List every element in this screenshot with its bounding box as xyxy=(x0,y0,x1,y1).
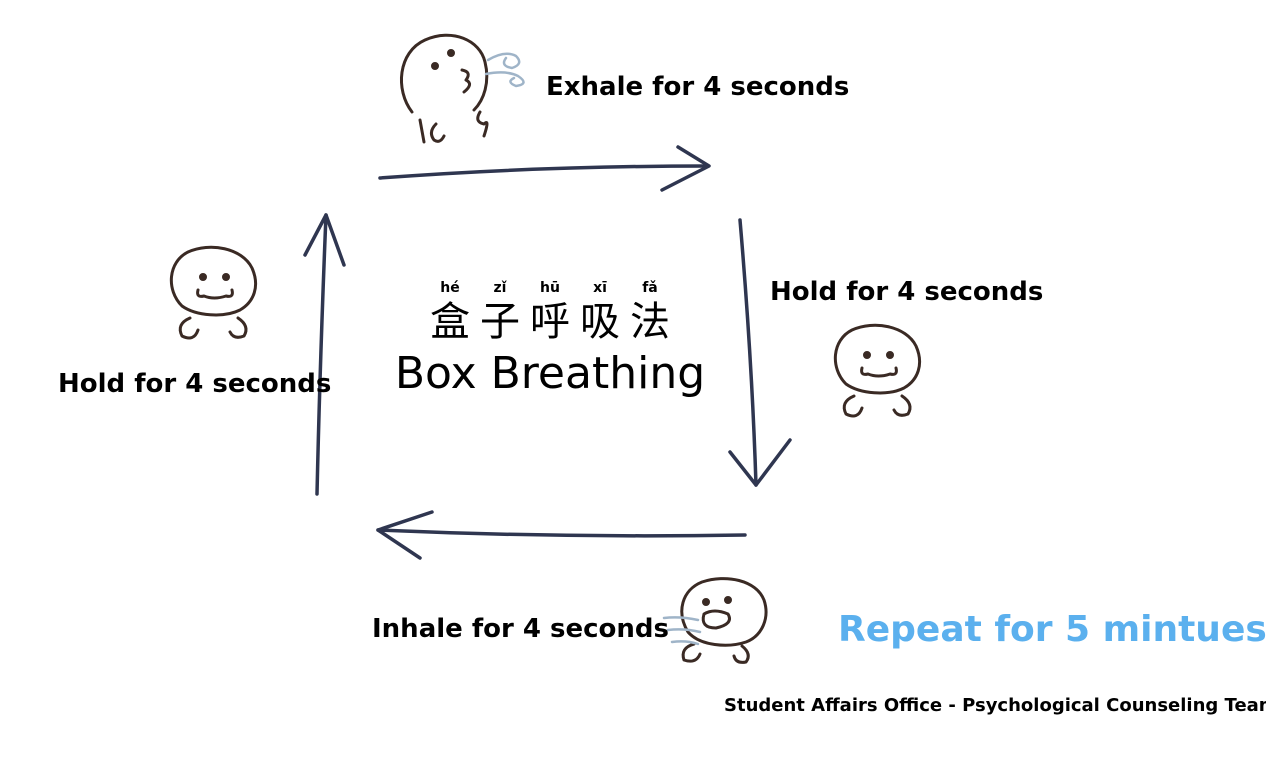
arrow-up-icon xyxy=(303,213,346,496)
pinyin-row: hé zǐ hū xī fǎ xyxy=(380,280,720,300)
arrow-down-icon xyxy=(728,218,792,487)
arrow-right-icon xyxy=(378,145,711,192)
holding-character-icon xyxy=(169,245,257,340)
step-exhale-label: Exhale for 4 seconds xyxy=(546,72,850,102)
arrow-left-icon xyxy=(376,510,747,560)
chinese-title: 盒子呼吸法 xyxy=(430,299,680,345)
english-title: Box Breathing xyxy=(394,348,706,399)
step-inhale-label: Inhale for 4 seconds xyxy=(372,614,670,644)
exhaling-character-icon xyxy=(399,33,525,144)
diagram-title: hé zǐ hū xī fǎ 盒子呼吸法 Box Breathing xyxy=(380,280,720,398)
inhaling-character-icon xyxy=(662,577,768,664)
pinyin-syllable: zǐ xyxy=(493,280,507,296)
repeat-instruction: Repeat for 5 mintues xyxy=(838,609,1266,650)
step-hold-left-label: Hold for 4 seconds xyxy=(58,369,332,399)
pinyin-syllable: xī xyxy=(593,280,607,296)
pinyin-syllable: hū xyxy=(540,280,560,296)
step-hold-right-label: Hold for 4 seconds xyxy=(770,277,1044,307)
pinyin-syllable: hé xyxy=(440,280,460,296)
pinyin-syllable: fǎ xyxy=(642,280,658,296)
credit-line: Student Affairs Office - Psychological C… xyxy=(724,695,1266,716)
holding-character-icon xyxy=(833,323,921,418)
